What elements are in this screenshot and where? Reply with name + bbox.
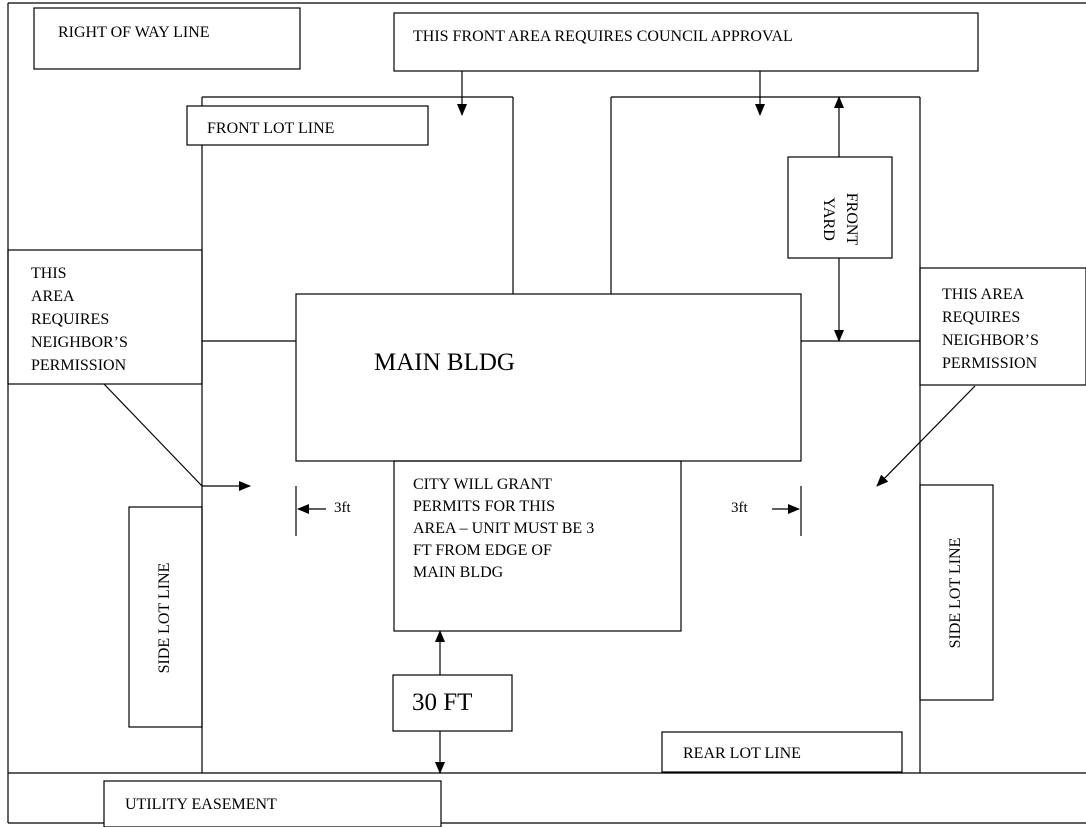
city-permits-line: PERMITS FOR THIS (413, 498, 555, 515)
council-approval-box (393, 12, 979, 72)
utility-easement-label: UTILITY EASEMENT (125, 796, 277, 813)
neighbor-left-line: PERMISSION (31, 357, 127, 374)
front-yard-box (787, 156, 893, 259)
council-approval-label: THIS FRONT AREA REQUIRES COUNCIL APPROVA… (413, 28, 793, 45)
main-bldg-label: MAIN BLDG (374, 349, 515, 376)
neighbor-right-box (919, 267, 1086, 386)
arrow-neighbor-left-leader (103, 383, 203, 487)
city-permits-box (393, 460, 682, 632)
neighbor-left-box (7, 249, 203, 385)
rear-lot-line-box (661, 731, 903, 773)
neighbor-right-line: PERMISSION (942, 355, 1038, 372)
side-lot-right-label: SIDE LOT LINE (947, 537, 964, 649)
front-yard-label: FRONT YARD (817, 169, 863, 269)
neighbor-left-line: THIS (31, 265, 67, 282)
neighbor-right-label: THIS AREA REQUIRES NEIGHBOR’S PERMISSION (942, 283, 1039, 375)
arrow-neighbor-right (876, 385, 976, 487)
neighbor-left-line: AREA (31, 288, 75, 305)
thirty-ft-label: 30 FT (412, 689, 473, 716)
neighbor-right-line: REQUIRES (942, 309, 1021, 326)
city-permits-label: CITY WILL GRANT PERMITS FOR THIS AREA – … (413, 474, 594, 584)
front-yard-line-2: YARD (820, 197, 837, 241)
neighbor-right-line: NEIGHBOR’S (942, 332, 1039, 349)
three-ft-right-label: 3ft (731, 500, 748, 516)
side-lot-right-box (919, 484, 994, 701)
neighbor-left-label: THIS AREA REQUIRES NEIGHBOR’S PERMISSION (31, 262, 128, 377)
city-permits-line: AREA – UNIT MUST BE 3 (413, 520, 595, 537)
thirty-ft-box (392, 674, 513, 732)
right-of-way-label: RIGHT OF WAY LINE (58, 24, 210, 41)
neighbor-left-line: NEIGHBOR’S (31, 334, 128, 351)
three-ft-left-label: 3ft (334, 500, 351, 516)
side-lot-left-label: SIDE LOT LINE (156, 562, 173, 674)
front-yard-line-1: FRONT (843, 192, 860, 246)
neighbor-left-line: REQUIRES (31, 311, 110, 328)
rear-lot-line-label: REAR LOT LINE (683, 745, 801, 762)
front-lot-line-box (186, 105, 429, 146)
city-permits-line: MAIN BLDG (413, 564, 504, 581)
utility-easement-box (103, 780, 442, 827)
front-lot-line-label: FRONT LOT LINE (207, 120, 335, 137)
city-permits-line: FT FROM EDGE OF (413, 542, 552, 559)
main-bldg-box (295, 293, 802, 462)
right-of-way-box (33, 7, 301, 70)
city-permits-line: CITY WILL GRANT (413, 476, 552, 493)
side-lot-left-box (128, 506, 203, 728)
neighbor-right-line: THIS AREA (942, 286, 1025, 303)
